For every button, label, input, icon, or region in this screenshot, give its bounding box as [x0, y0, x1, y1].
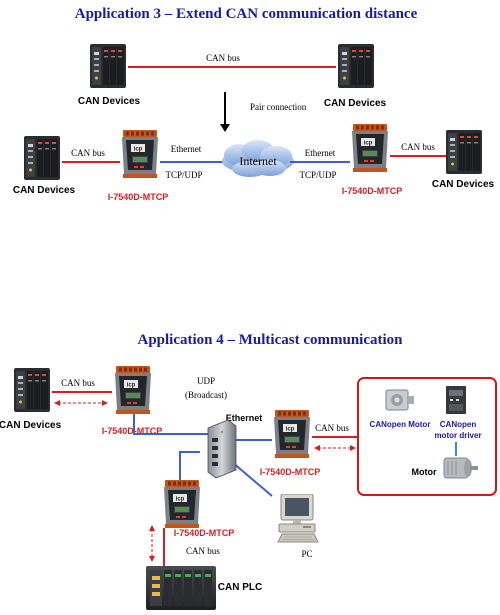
arrow-head-icon [149, 525, 155, 531]
app3-title: Application 3 – Extend CAN communication… [75, 6, 418, 22]
app3-left-tcpudp-label: TCP/UDP [165, 170, 202, 180]
i7540d-module-icon [164, 480, 200, 528]
arrow-head-icon [350, 445, 356, 451]
app4-ethernet-label: Ethernet [226, 413, 263, 423]
arrow-head-icon [314, 445, 320, 451]
internet-cloud-icon [222, 140, 294, 177]
app4-right-module-label: I-7540D-MTCP [260, 467, 321, 477]
app3-left-devices-label: CAN Devices [13, 185, 76, 196]
udp-label: UDP [197, 376, 215, 386]
broadcast-label: (Broadcast) [185, 390, 227, 400]
motor-driver-icon [446, 386, 466, 414]
can-device-icon [24, 136, 60, 180]
motor-label: Motor [412, 467, 437, 477]
motor-icon [443, 457, 478, 479]
can-plc-icon [146, 566, 216, 610]
app3-top-right-devices-label: CAN Devices [324, 98, 387, 109]
can-device-icon [14, 368, 50, 412]
app3-right-devices-label: CAN Devices [432, 179, 495, 190]
app4-right-can-bus-label: CAN bus [315, 423, 349, 433]
i7540d-module-icon [115, 366, 151, 414]
arrow-head-icon [149, 556, 155, 562]
app4-title: Application 4 – Multicast communication [138, 332, 404, 348]
canopen-motor-label: CANopen Motor [370, 420, 431, 429]
arrow-head-icon [220, 124, 230, 132]
can-device-icon [338, 44, 374, 88]
arrow-head-icon [102, 400, 108, 406]
app3-left-can-bus-label: CAN bus [71, 148, 105, 158]
app4-bottom-module-label: I-7540D-MTCP [174, 528, 235, 538]
pc-icon [277, 494, 319, 543]
i7540d-module-icon [122, 130, 158, 178]
arrow-head-icon [54, 400, 60, 406]
pc-label: PC [301, 549, 312, 559]
can-device-icon [446, 130, 482, 174]
app3-top-left-devices-label: CAN Devices [78, 96, 141, 107]
i7540d-module-icon [352, 124, 388, 172]
app3-right-can-bus-label: CAN bus [401, 142, 435, 152]
app4-left-module-label: I-7540D-MTCP [102, 426, 163, 436]
app3-right-ethernet-label: Ethernet [305, 148, 336, 158]
app3-right-tcpudp-label: TCP/UDP [299, 170, 336, 180]
app4-left-devices-label: CAN Devices [0, 420, 62, 431]
app3-top-can-bus-label: CAN bus [206, 53, 240, 63]
canopen-motor-icon [385, 389, 414, 411]
app3-left-ethernet-label: Ethernet [171, 144, 202, 154]
can-device-icon [90, 44, 126, 88]
canopen-driver-label-line1: CANopen [440, 420, 477, 429]
ethernet-switch-icon [207, 419, 237, 479]
app4-bottom-can-bus-label: CAN bus [186, 546, 220, 556]
i7540d-module-icon [274, 410, 310, 458]
app3-left-module-label: I-7540D-MTCP [108, 192, 169, 202]
canopen-driver-label-line2: motor driver [434, 431, 481, 440]
can-plc-label: CAN PLC [218, 582, 262, 593]
ethernet-lines [133, 414, 273, 497]
app4-left-can-bus-label: CAN bus [61, 378, 95, 388]
app3-right-module-label: I-7540D-MTCP [342, 186, 403, 196]
pair-connection-label: Pair connection [250, 102, 307, 112]
internet-label: Internet [239, 154, 277, 168]
